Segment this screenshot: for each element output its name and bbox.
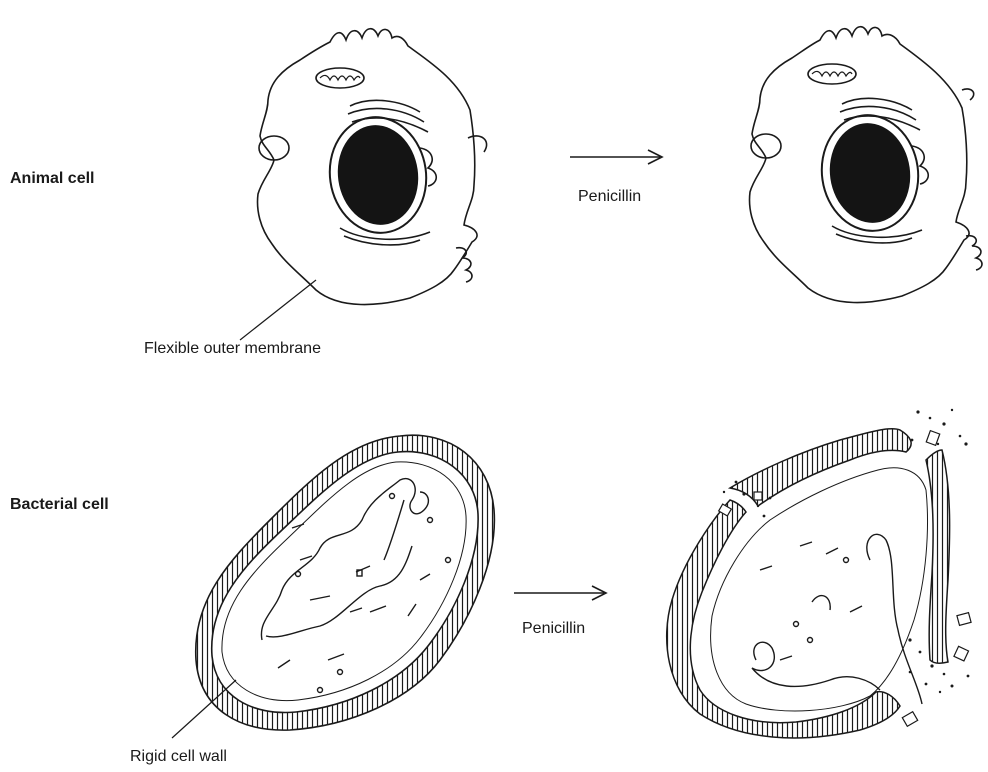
vacuole-icon <box>751 134 781 158</box>
penicillin-label-top: Penicillin <box>578 188 641 206</box>
membrane-label: Flexible outer membrane <box>144 340 321 358</box>
penicillin-label-bottom: Penicillin <box>522 620 585 638</box>
cell-wall-label: Rigid cell wall <box>130 748 227 766</box>
animal-cell-after <box>750 27 982 303</box>
mitochondrion-icon <box>808 64 856 84</box>
nucleus-icon <box>823 118 916 228</box>
bacterial-cell-label: Bacterial cell <box>10 496 109 514</box>
bacterial-cell-before <box>196 435 495 730</box>
bacterial-cell-after <box>667 409 971 738</box>
animal-cell-label: Animal cell <box>10 170 94 188</box>
animal-cell-before <box>258 29 487 305</box>
nucleus-icon <box>331 120 424 230</box>
membrane-leader-line <box>240 280 316 340</box>
penicillin-arrow-top <box>570 150 662 164</box>
mitochondrion-icon <box>316 68 364 88</box>
vacuole-icon <box>259 136 289 160</box>
penicillin-arrow-bottom <box>514 586 606 600</box>
